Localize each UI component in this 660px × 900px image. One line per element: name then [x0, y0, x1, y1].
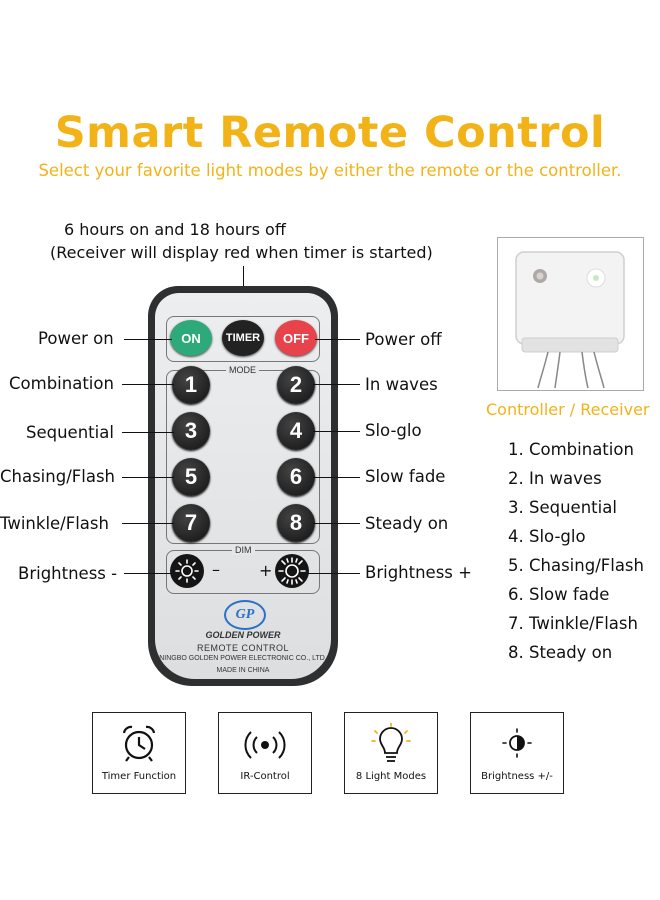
timer-note-line2: (Receiver will display red when timer is…	[50, 243, 433, 262]
alarm-clock-icon	[122, 725, 156, 762]
light-bulb-icon	[371, 723, 411, 762]
list-item: 5. Chasing/Flash	[508, 556, 644, 575]
mode-3-button[interactable]: 3	[172, 412, 210, 450]
on-button[interactable]: ON	[170, 320, 212, 356]
list-item: 8. Steady on	[508, 643, 613, 662]
list-item: 4. Slo-glo	[508, 527, 586, 546]
label-mode-2: In waves	[365, 375, 438, 394]
dim-label: DIM	[232, 545, 255, 555]
callout-mode-5	[122, 477, 174, 479]
label-mode-6: Slow fade	[365, 467, 446, 486]
brightness-down-button[interactable]	[170, 554, 204, 588]
callout-mode-4	[313, 431, 360, 433]
callout-mode-8	[313, 523, 360, 525]
receiver-caption: Controller / Receiver	[486, 400, 650, 419]
label-mode-5: Chasing/Flash	[0, 467, 116, 486]
mode-1-button[interactable]: 1	[172, 366, 210, 404]
timer-button[interactable]: TIMER	[222, 320, 264, 356]
timer-note-line1: 6 hours on and 18 hours off	[64, 220, 286, 239]
mode-5-button[interactable]: 5	[172, 458, 210, 496]
brand-sub: REMOTE CONTROL	[196, 643, 289, 653]
mode-list: 1. Combination 2. In waves 3. Sequential…	[508, 435, 644, 667]
callout-mode-7	[122, 523, 174, 525]
label-mode-8: Steady on	[365, 514, 449, 533]
feature-label-brightness: Brightness +/-	[481, 771, 553, 782]
label-mode-4: Slo-glo	[365, 421, 422, 440]
brand-name: GOLDEN POWER	[205, 630, 281, 640]
list-item: 3. Sequential	[508, 498, 617, 517]
golden-power-logo: GP	[224, 600, 266, 630]
dim-plus-sign: +	[259, 561, 273, 580]
off-button[interactable]: OFF	[275, 320, 317, 356]
label-power-off: Power off	[365, 330, 442, 349]
callout-brightness-minus	[124, 573, 172, 575]
list-item: 6. Slow fade	[508, 585, 610, 604]
feature-label-ir: IR-Control	[240, 771, 290, 782]
callout-brightness-plus	[308, 573, 360, 575]
label-power-on: Power on	[38, 329, 114, 348]
sun-large-icon	[278, 557, 306, 585]
feature-card-modes: 8 Light Modes	[344, 712, 438, 794]
mode-4-button[interactable]: 4	[277, 412, 315, 450]
brand-company: NINGBO GOLDEN POWER ELECTRONIC CO., LTD.	[159, 655, 327, 662]
brightness-icon	[502, 728, 532, 758]
label-mode-7: Twinkle/Flash	[0, 514, 109, 533]
callout-mode-1	[122, 384, 174, 386]
list-item: 2. In waves	[508, 469, 602, 488]
dim-minus-sign: –	[212, 560, 220, 579]
label-brightness-plus: Brightness +	[365, 563, 472, 582]
brightness-up-button[interactable]	[275, 554, 309, 588]
brand-made: MADE IN CHINA	[216, 667, 270, 674]
label-mode-3: Sequential	[26, 423, 114, 442]
page-subtitle: Select your favorite light modes by eith…	[38, 161, 622, 180]
receiver-image-frame	[497, 237, 644, 391]
page-title: Smart Remote Control	[54, 108, 606, 158]
callout-mode-2	[313, 384, 360, 386]
receiver-illustration	[515, 251, 625, 389]
label-brightness-minus: Brightness -	[18, 564, 118, 583]
callout-mode-3	[122, 432, 174, 434]
label-mode-1: Combination	[9, 374, 114, 393]
callout-mode-6	[313, 477, 360, 479]
feature-label-modes: 8 Light Modes	[355, 771, 427, 782]
mode-2-button[interactable]: 2	[277, 366, 315, 404]
mode-8-button[interactable]: 8	[277, 504, 315, 542]
callout-power-off	[315, 339, 360, 341]
mode-label: MODE	[226, 365, 259, 375]
feature-card-timer: Timer Function	[92, 712, 186, 794]
feature-card-brightness: Brightness +/-	[470, 712, 564, 794]
feature-card-ir: IR-Control	[218, 712, 312, 794]
callout-power-on	[124, 339, 172, 341]
ir-signal-icon	[244, 731, 286, 759]
list-item: 7. Twinkle/Flash	[508, 614, 638, 633]
list-item: 1. Combination	[508, 440, 634, 459]
mode-7-button[interactable]: 7	[172, 504, 210, 542]
feature-label-timer: Timer Function	[101, 771, 177, 782]
sun-small-icon	[175, 559, 199, 583]
mode-6-button[interactable]: 6	[277, 458, 315, 496]
